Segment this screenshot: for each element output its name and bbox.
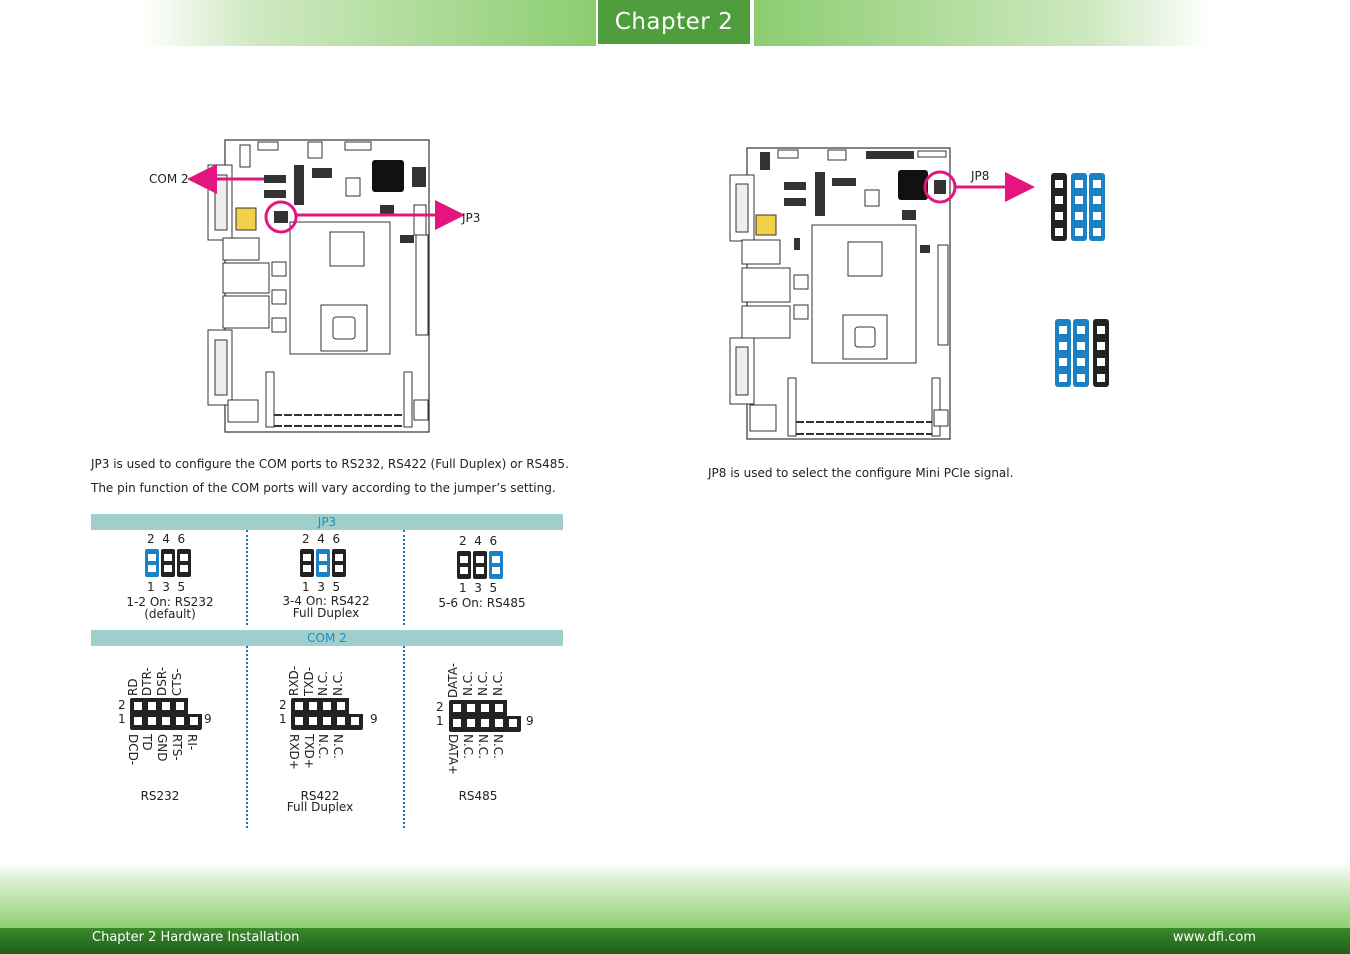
- footer-website-link[interactable]: www.dfi.com: [1172, 930, 1256, 945]
- pin-9-label: 9: [204, 712, 212, 726]
- signal-label: TD: [140, 734, 154, 751]
- com2-mode-caption: RS485: [458, 789, 498, 803]
- signal-label: N.C.: [331, 734, 345, 759]
- signal-label: DTR-: [140, 667, 154, 696]
- jp8-callout-label: JP8: [971, 169, 990, 183]
- board-diagram-jp8: [729, 147, 1035, 440]
- divider: [403, 530, 407, 625]
- signal-label: N.C.: [476, 734, 490, 759]
- footer-section-title: Chapter 2 Hardware Installation: [92, 930, 300, 945]
- signal-label: N.C.: [461, 671, 475, 696]
- pin-numbers-bottom: 1 3 5: [147, 580, 186, 594]
- jp3-setting-caption-sub: Full Duplex: [292, 606, 360, 620]
- com2-header-rs485: [449, 700, 521, 732]
- jp8-jumper-setting-1: [1051, 173, 1105, 241]
- signal-label: RTS-: [170, 734, 184, 761]
- signal-label: TXD+: [302, 734, 316, 769]
- divider: [246, 530, 250, 625]
- jp3-setting-caption: 5-6 On: RS485: [438, 596, 526, 610]
- jp3-description-line-2: The pin function of the COM ports will v…: [91, 481, 556, 495]
- com2-mode-caption: RS232: [140, 789, 180, 803]
- pin-1-label: 1: [118, 712, 126, 726]
- com2-table-header: COM 2: [91, 630, 563, 646]
- chapter-tab: Chapter 2: [598, 0, 750, 44]
- signal-label: RI-: [185, 734, 199, 751]
- pin-1-label: 1: [279, 712, 287, 726]
- signal-label: GND: [155, 734, 169, 762]
- divider: [246, 646, 250, 828]
- signal-label: N.C.: [491, 671, 505, 696]
- com2-mode-caption: RS422: [300, 789, 340, 803]
- footer-gradient: [0, 862, 1350, 930]
- jp3-setting-caption-sub: (default): [144, 607, 196, 621]
- pin-numbers-top: 2 4 6: [302, 532, 341, 546]
- com2-header-rs422: [291, 698, 363, 730]
- signal-label: DATA-: [446, 663, 460, 698]
- jp8-jumper-setting-2: [1055, 319, 1109, 387]
- jumper-1-2-on: [145, 549, 191, 577]
- signal-label: DATA+: [446, 734, 460, 775]
- signal-label: RD: [126, 678, 140, 696]
- jp3-description-line-1: JP3 is used to configure the COM ports t…: [91, 457, 569, 471]
- signal-label: RXD-: [287, 665, 301, 696]
- signal-label: N.C.: [331, 671, 345, 696]
- footer-bar: [0, 928, 1350, 954]
- signal-label: N.C.: [476, 671, 490, 696]
- pin-numbers-bottom: 1 3 5: [302, 580, 341, 594]
- header-gradient-left: [140, 0, 596, 46]
- pin-numbers-bottom: 1 3 5: [459, 581, 498, 595]
- pin-2-label: 2: [436, 700, 444, 714]
- pin-numbers-top: 2 4 6: [459, 534, 498, 548]
- com2-callout-label: COM 2: [149, 172, 189, 186]
- pin-2-label: 2: [118, 698, 126, 712]
- com2-mode-caption-sub: Full Duplex: [286, 800, 354, 814]
- signal-label: RXD+: [287, 734, 301, 770]
- board-diagram-jp3: [187, 139, 465, 433]
- signal-label: N.C.: [316, 734, 330, 759]
- pin-numbers-top: 2 4 6: [147, 532, 186, 546]
- pin-9-label: 9: [370, 712, 378, 726]
- com2-header-rs232: [130, 698, 202, 730]
- signal-label: DCD-: [126, 734, 140, 766]
- pin-9-label: 9: [526, 714, 534, 728]
- signal-label: DSR-: [155, 666, 169, 696]
- signal-label: N.C.: [461, 734, 475, 759]
- signal-label: N.C.: [316, 671, 330, 696]
- jp3-callout-label: JP3: [462, 211, 481, 225]
- jumper-5-6-on: [457, 551, 503, 579]
- signal-label: TXD-: [302, 666, 316, 696]
- divider: [403, 646, 407, 828]
- jp8-description: JP8 is used to select the configure Mini…: [708, 466, 1014, 480]
- jp3-setting-caption: 1-2 On: RS232: [126, 595, 214, 609]
- pin-2-label: 2: [279, 698, 287, 712]
- jumper-3-4-on: [300, 549, 346, 577]
- jp3-setting-caption: 3-4 On: RS422: [282, 594, 370, 608]
- header-gradient-right: [754, 0, 1210, 46]
- jp3-table-header: JP3: [91, 514, 563, 530]
- pin-1-label: 1: [436, 714, 444, 728]
- signal-label: N.C.: [491, 734, 505, 759]
- signal-label: CTS-: [170, 668, 184, 696]
